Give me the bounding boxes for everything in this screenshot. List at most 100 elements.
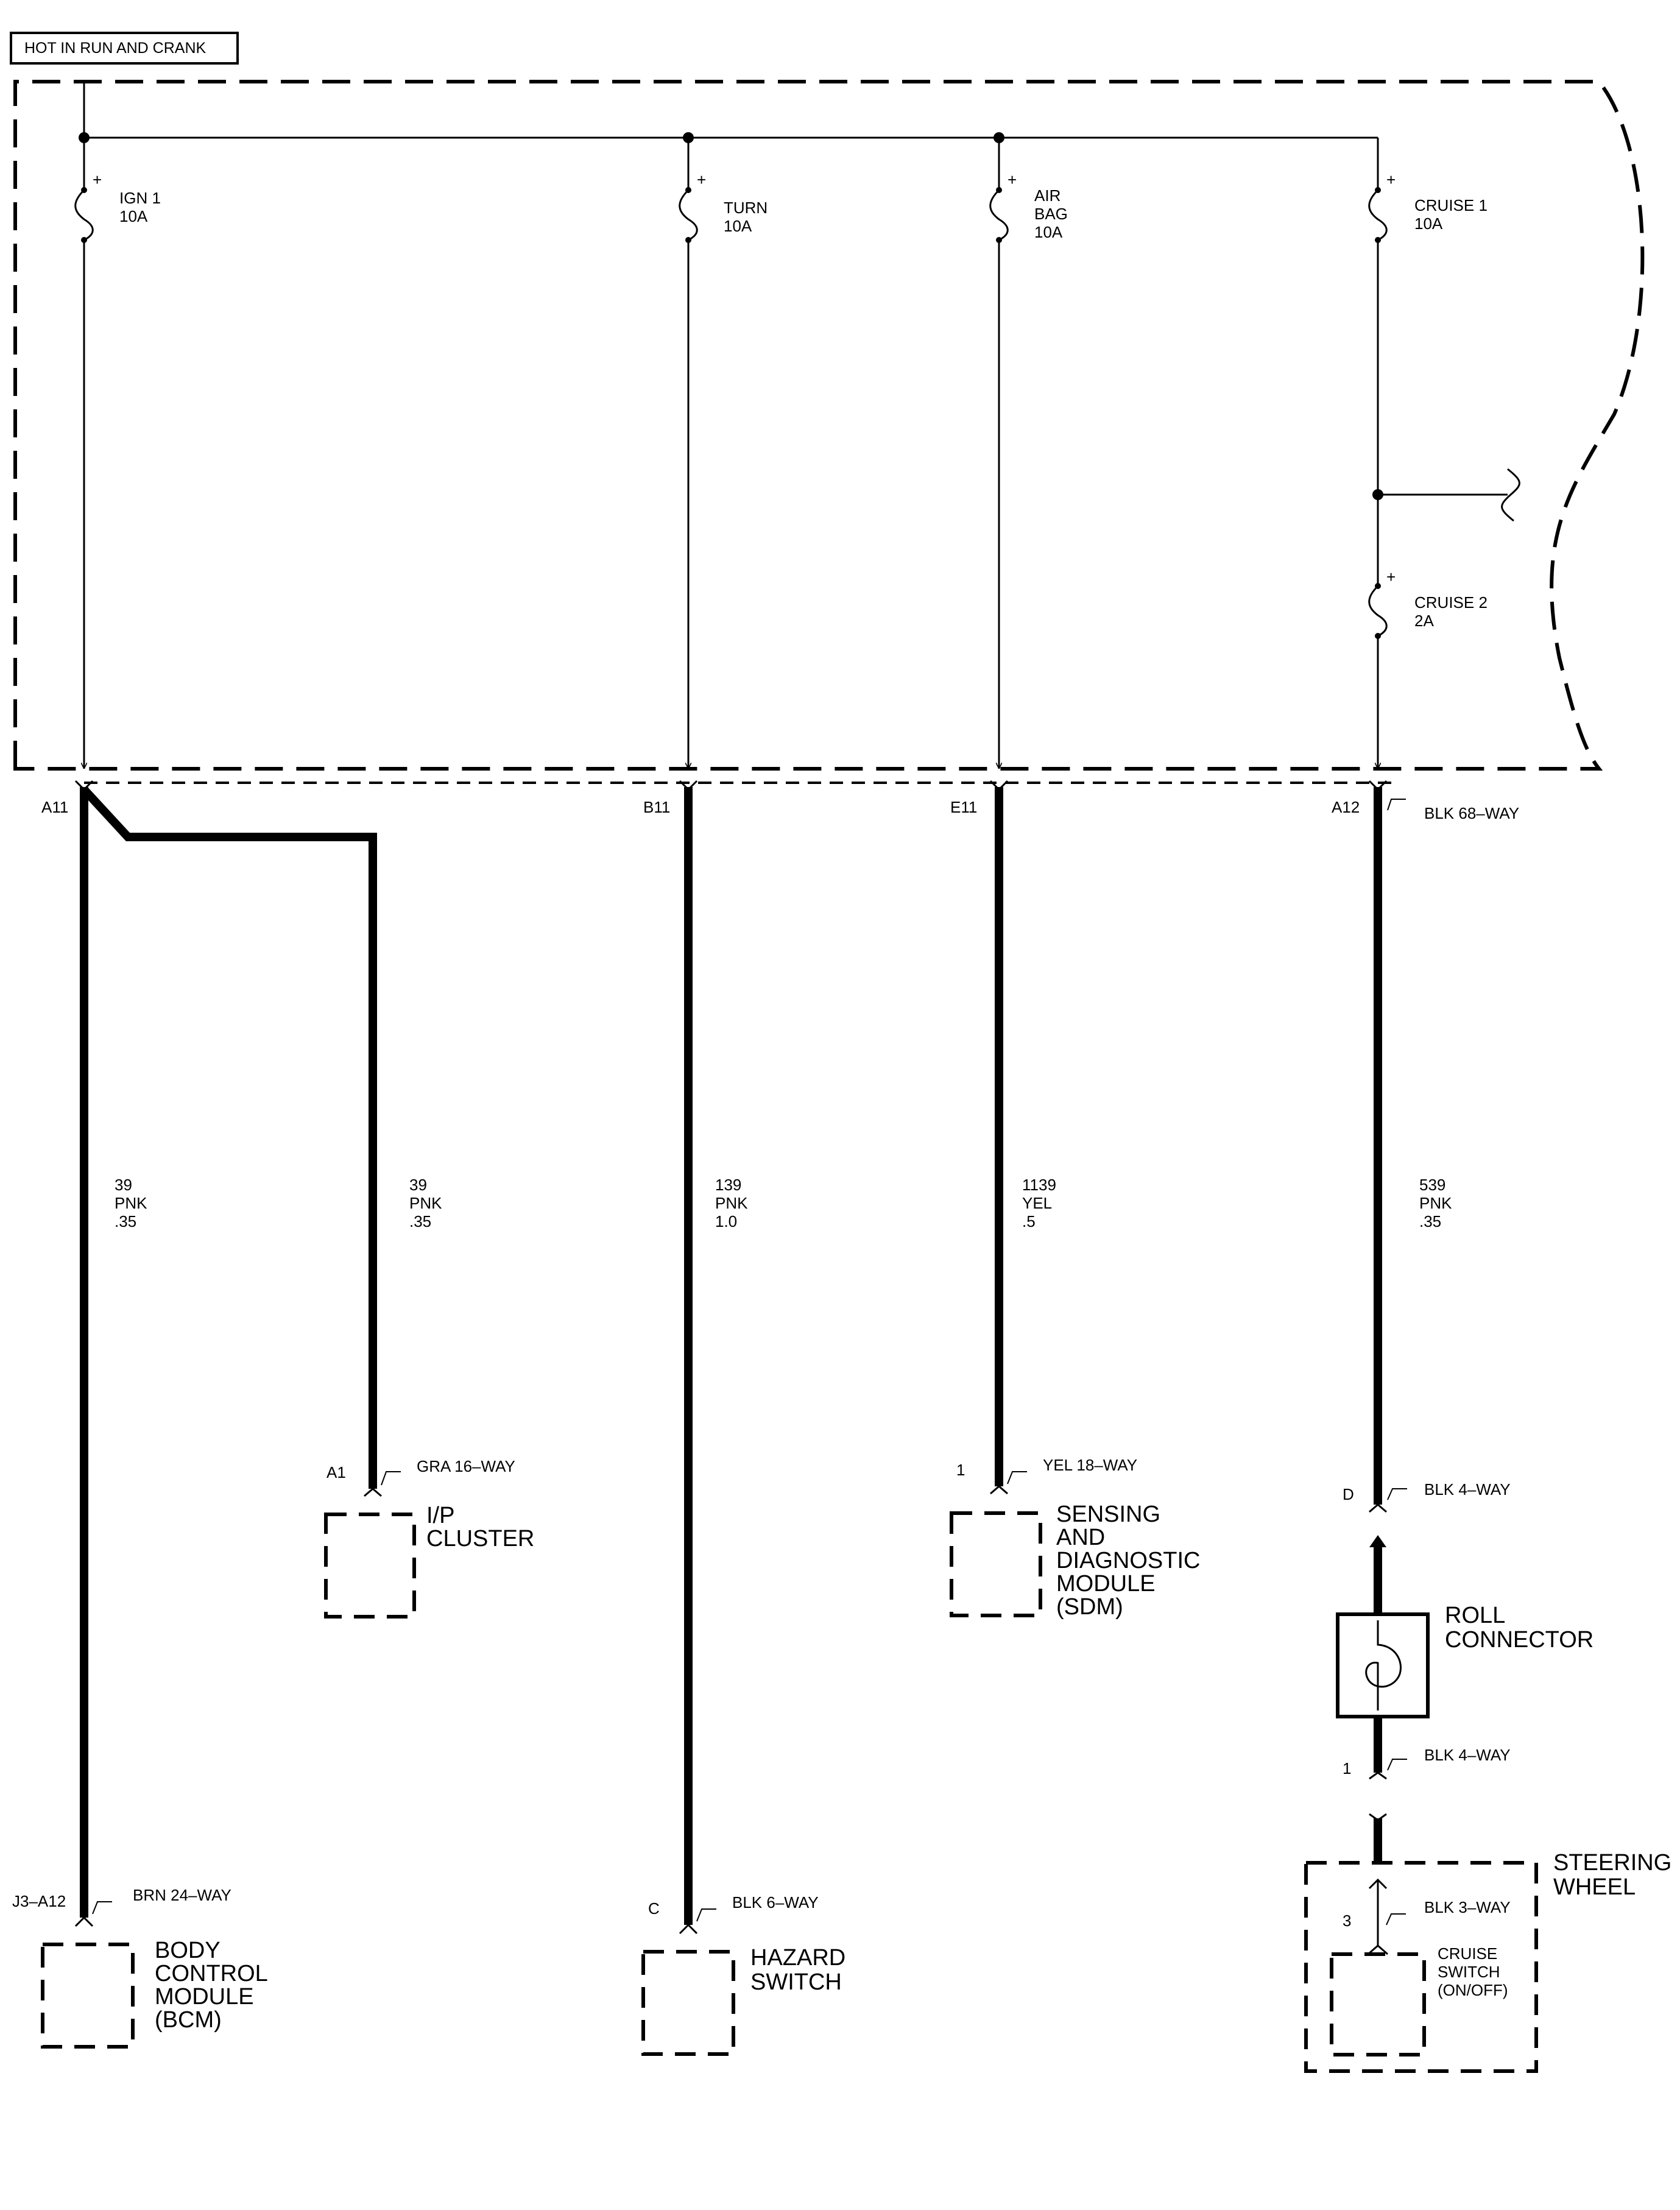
fuse-ign1-rating: 10A bbox=[119, 207, 148, 225]
fuse-turn-name: TURN bbox=[724, 199, 768, 217]
roll-top-connector: BLK 4–WAY bbox=[1424, 1480, 1511, 1499]
fuse-cruise2: + CRUISE 2 2A bbox=[1368, 568, 1488, 769]
fuse-turn: + TURN 10A bbox=[679, 171, 768, 769]
cruise-switch-label-3: (ON/OFF) bbox=[1438, 1981, 1508, 1999]
roll-label-2: CONNECTOR bbox=[1445, 1627, 1594, 1653]
roll-bottom-connector: BLK 4–WAY bbox=[1424, 1746, 1511, 1764]
ip-cluster-connector: GRA 16–WAY bbox=[417, 1457, 515, 1475]
fuse-ign1-plus: + bbox=[93, 171, 102, 189]
svg-text:.35: .35 bbox=[409, 1212, 431, 1230]
fuse-turn-plus: + bbox=[697, 171, 706, 189]
roll-top-pin: D bbox=[1343, 1485, 1354, 1503]
pin-a12-connector: BLK 68–WAY bbox=[1424, 804, 1519, 822]
wire-label-bcm: 39 PNK .35 bbox=[115, 1176, 147, 1230]
svg-text:539: 539 bbox=[1419, 1176, 1445, 1194]
fuse-cruise2-rating: 2A bbox=[1414, 612, 1434, 630]
fuse-cruise2-plus: + bbox=[1386, 568, 1396, 586]
bcm-component: J3–A12 BRN 24–WAY BODY CONTROL MODULE (B… bbox=[12, 1886, 268, 2049]
steering-label-1: STEERING bbox=[1553, 1850, 1671, 1876]
fuse-cruise1-name: CRUISE 1 bbox=[1414, 196, 1488, 214]
bcm-label-1: BODY bbox=[155, 1938, 221, 1963]
wire-label-sdm: 1139 YEL .5 bbox=[1022, 1176, 1056, 1230]
bcm-pin: J3–A12 bbox=[12, 1892, 66, 1910]
sdm-label-3: DIAGNOSTIC bbox=[1056, 1548, 1200, 1573]
sdm-label-5: (SDM) bbox=[1056, 1594, 1123, 1620]
hazard-switch-component: C BLK 6–WAY HAZARD SWITCH bbox=[641, 1893, 845, 2056]
svg-text:YEL: YEL bbox=[1022, 1194, 1052, 1212]
svg-text:PNK: PNK bbox=[115, 1194, 147, 1212]
hazard-label-1: HAZARD bbox=[750, 1945, 845, 1971]
svg-text:.5: .5 bbox=[1022, 1212, 1036, 1230]
svg-text:PNK: PNK bbox=[715, 1194, 748, 1212]
svg-text:39: 39 bbox=[115, 1176, 132, 1194]
hazard-pin: C bbox=[648, 1899, 660, 1918]
sdm-pin: 1 bbox=[956, 1461, 965, 1479]
sdm-component: 1 YEL 18–WAY SENSING AND DIAGNOSTIC MODU… bbox=[950, 1456, 1200, 1620]
continuation-break-icon bbox=[1501, 468, 1520, 522]
fuse-airbag-name-1: AIR bbox=[1034, 186, 1061, 205]
svg-text:PNK: PNK bbox=[1419, 1194, 1452, 1212]
connector-forks bbox=[74, 780, 1388, 1935]
fuse-ign1-name: IGN 1 bbox=[119, 189, 161, 207]
cruise-switch-label-2: SWITCH bbox=[1438, 1963, 1500, 1981]
roll-coil-icon bbox=[1365, 1620, 1402, 1710]
fuse-turn-rating: 10A bbox=[724, 217, 752, 235]
sdm-label-2: AND bbox=[1056, 1525, 1105, 1550]
fuse-cruise2-name: CRUISE 2 bbox=[1414, 593, 1488, 612]
fuse-airbag-plus: + bbox=[1008, 171, 1017, 189]
fuse-cruise1: + CRUISE 1 10A bbox=[1368, 171, 1488, 586]
bus-junction-ign1 bbox=[79, 132, 90, 143]
svg-text:139: 139 bbox=[715, 1176, 741, 1194]
cruise-switch-connector: BLK 3–WAY bbox=[1424, 1898, 1511, 1916]
ip-cluster-label-2: CLUSTER bbox=[426, 1526, 534, 1552]
svg-text:1139: 1139 bbox=[1022, 1176, 1056, 1194]
harness-wires bbox=[80, 786, 1382, 1925]
roll-bottom-pin: 1 bbox=[1343, 1759, 1351, 1778]
hazard-connector: BLK 6–WAY bbox=[732, 1893, 819, 1912]
svg-text:39: 39 bbox=[409, 1176, 427, 1194]
bcm-label-2: CONTROL bbox=[155, 1961, 268, 1986]
fuse-airbag: + AIR BAG 10A bbox=[989, 171, 1068, 769]
fuse-block-bus bbox=[83, 82, 1508, 496]
sdm-connector: YEL 18–WAY bbox=[1043, 1456, 1137, 1474]
bcm-connector: BRN 24–WAY bbox=[133, 1886, 231, 1904]
cruise-switch-label-1: CRUISE bbox=[1438, 1944, 1497, 1963]
pin-a12-leader bbox=[1387, 799, 1406, 811]
roll-label-1: ROLL bbox=[1445, 1603, 1505, 1628]
steering-label-2: WHEEL bbox=[1553, 1874, 1636, 1900]
fuse-airbag-name-2: BAG bbox=[1034, 205, 1068, 223]
sdm-label-4: MODULE bbox=[1056, 1571, 1156, 1597]
bcm-label-3: MODULE bbox=[155, 1984, 254, 2010]
svg-text:PNK: PNK bbox=[409, 1194, 442, 1212]
pin-a11-label: A11 bbox=[41, 798, 68, 816]
cruise-switch-pin: 3 bbox=[1343, 1912, 1351, 1930]
hazard-label-2: SWITCH bbox=[750, 1969, 842, 1995]
fuse-block-outline bbox=[13, 80, 1645, 771]
fuse-ign1: + IGN 1 10A bbox=[74, 171, 161, 769]
header-box: HOT IN RUN AND CRANK bbox=[10, 32, 239, 65]
wire-label-cruise: 539 PNK .35 bbox=[1419, 1176, 1452, 1230]
roll-top-arrow bbox=[1369, 1535, 1386, 1547]
pin-e11-label: E11 bbox=[950, 798, 977, 816]
roll-connector-component: D BLK 4–WAY ROLL CONNECTOR 1 BLK 4–WAY bbox=[1336, 1480, 1594, 1778]
svg-text:.35: .35 bbox=[115, 1212, 136, 1230]
bcm-label-4: (BCM) bbox=[155, 2007, 222, 2033]
header-label: HOT IN RUN AND CRANK bbox=[24, 40, 206, 57]
pin-b11-label: B11 bbox=[643, 798, 670, 816]
pin-a12-label: A12 bbox=[1332, 798, 1360, 816]
wire-ip-cluster bbox=[80, 786, 377, 1489]
svg-text:1.0: 1.0 bbox=[715, 1212, 737, 1230]
ip-cluster-pin: A1 bbox=[326, 1463, 346, 1481]
sdm-label-1: SENSING bbox=[1056, 1502, 1160, 1527]
ip-cluster-label-1: I/P bbox=[426, 1503, 454, 1528]
fuse-airbag-rating: 10A bbox=[1034, 223, 1063, 241]
fuse-cruise1-plus: + bbox=[1386, 171, 1396, 189]
wire-label-hazard: 139 PNK 1.0 bbox=[715, 1176, 748, 1230]
bus-junction-airbag bbox=[994, 132, 1004, 143]
bus-junction-turn bbox=[683, 132, 694, 143]
wire-label-ip: 39 PNK .35 bbox=[409, 1176, 442, 1230]
ip-cluster-component: A1 GRA 16–WAY I/P CLUSTER bbox=[324, 1457, 534, 1619]
steering-wheel-component: STEERING WHEEL 3 BLK 3–WAY CRUISE SWITCH… bbox=[1304, 1850, 1671, 2073]
svg-text:.35: .35 bbox=[1419, 1212, 1441, 1230]
